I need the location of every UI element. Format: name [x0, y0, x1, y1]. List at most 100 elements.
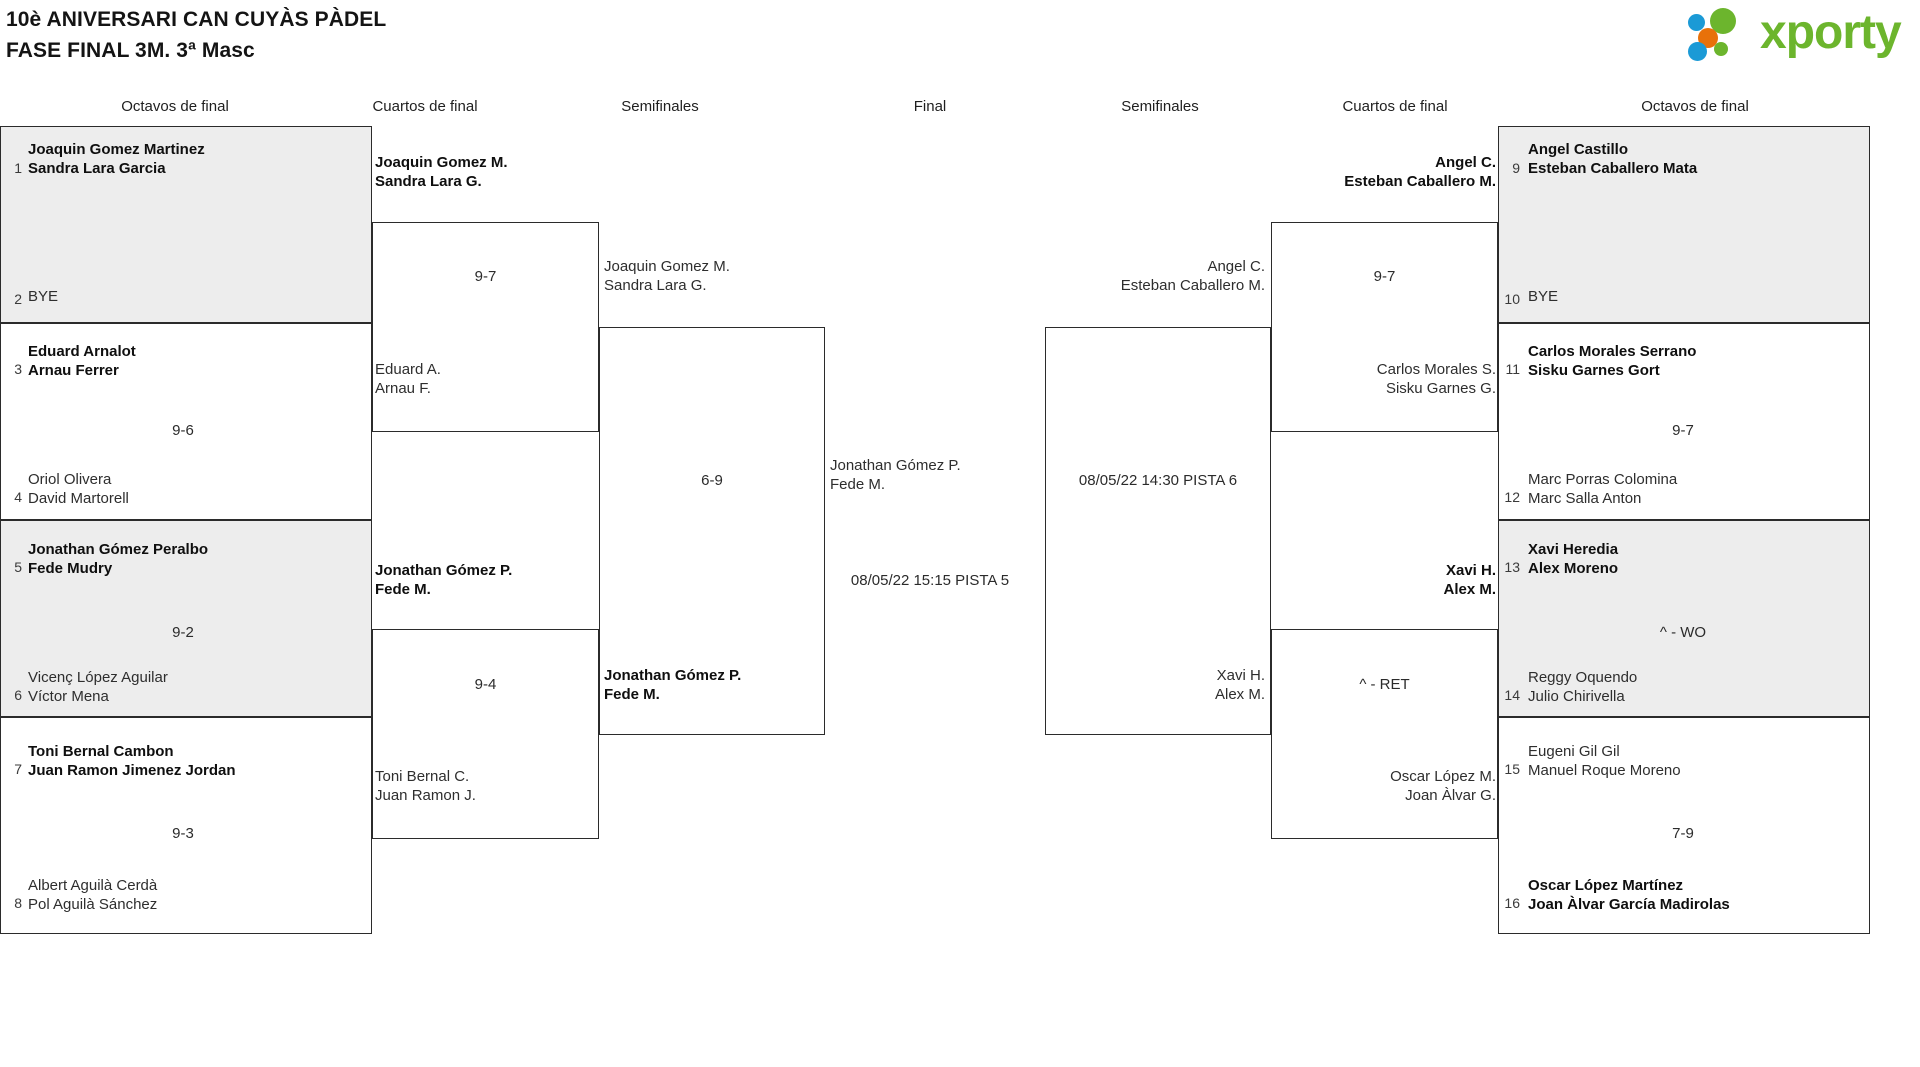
match-box-l16-3[interactable] — [0, 520, 372, 717]
match-box-lqf-2[interactable] — [372, 629, 599, 839]
team-name-finalist: Fede M. — [830, 476, 886, 493]
team-name: Reggy Oquendo — [1528, 669, 1638, 686]
match-box-rqf-1[interactable] — [1271, 222, 1498, 432]
seed-number: 1 — [14, 160, 22, 176]
seed-number: 5 — [14, 559, 22, 575]
team-name: Marc Salla Anton — [1528, 490, 1642, 507]
seed-number: 16 — [1504, 895, 1520, 911]
seed-number: 3 — [14, 361, 22, 377]
match-box-r16-1[interactable] — [1498, 126, 1870, 323]
team-name: Angel C. — [1435, 154, 1496, 171]
team-name: Jonathan Gómez P. — [375, 562, 513, 579]
team-name: Fede M. — [375, 581, 431, 598]
column-header-cuartos-right: Cuartos de final — [1342, 98, 1448, 115]
seed-number: 15 — [1504, 761, 1520, 777]
match-schedule: 08/05/22 15:15 PISTA 5 — [850, 572, 1010, 589]
team-name: Oscar López Martínez — [1528, 877, 1684, 894]
match-box-rqf-2[interactable] — [1271, 629, 1498, 839]
column-header-semis-left: Semifinales — [621, 98, 699, 115]
team-name: Sandra Lara Garcia — [28, 160, 166, 177]
match-score: ^ - RET — [1359, 676, 1410, 693]
team-name: Juan Ramon Jimenez Jordan — [28, 762, 236, 779]
team-name: Arnau F. — [375, 380, 431, 397]
team-name: Arnau Ferrer — [28, 362, 119, 379]
match-schedule: 08/05/22 14:30 PISTA 6 — [1078, 472, 1238, 489]
seed-number: 2 — [14, 291, 22, 307]
seed-number: 9 — [1512, 160, 1520, 176]
seed-number: 12 — [1504, 489, 1520, 505]
team-name: Xavi H. — [1445, 562, 1496, 579]
team-name: Joaquin Gomez M. — [375, 154, 508, 171]
team-name: Esteban Caballero M. — [1120, 277, 1265, 294]
match-score: 9-7 — [1373, 268, 1396, 285]
team-name: Víctor Mena — [28, 688, 109, 705]
seed-number: 13 — [1504, 559, 1520, 575]
team-name: Alex Moreno — [1528, 560, 1619, 577]
team-name: Sisku Garnes G. — [1385, 380, 1496, 397]
logo-wordmark: xporty — [1760, 6, 1902, 59]
tournament-phase: FASE FINAL 3M. 3ª Masc — [6, 39, 255, 62]
match-box-r16-4[interactable] — [1498, 717, 1870, 934]
match-box-lqf-1[interactable] — [372, 222, 599, 432]
team-name: Eugeni Gil Gil — [1528, 743, 1620, 760]
match-box-lsf-1[interactable] — [599, 327, 825, 735]
team-name: Alex M. — [1443, 581, 1496, 598]
match-box-l16-2[interactable] — [0, 323, 372, 520]
match-score: 9-7 — [1672, 422, 1694, 439]
team-name: Joaquin Gomez Martinez — [28, 141, 205, 158]
match-score: 9-4 — [474, 676, 497, 693]
team-name: Fede M. — [604, 686, 660, 703]
match-score: 9-3 — [172, 825, 194, 842]
bye-label: BYE — [28, 288, 59, 305]
team-name: Xavi Heredia — [1528, 541, 1619, 558]
team-name: Juan Ramon J. — [375, 787, 476, 804]
column-header-semis-right: Semifinales — [1121, 98, 1199, 115]
column-header-octavos-right: Octavos de final — [1641, 98, 1749, 115]
match-box-r16-2[interactable] — [1498, 323, 1870, 520]
team-name: Jonathan Gómez Peralbo — [28, 541, 209, 558]
team-name: Manuel Roque Moreno — [1528, 762, 1681, 779]
team-name: Sandra Lara G. — [604, 277, 707, 294]
team-name: Joan Àlvar G. — [1405, 787, 1496, 804]
page-title: 10è ANIVERSARI CAN CUYÀS PÀDEL FASE FINA… — [6, 4, 386, 66]
match-box-r16-3[interactable] — [1498, 520, 1870, 717]
match-score: 9-6 — [172, 422, 194, 439]
match-score: 9-7 — [474, 268, 497, 285]
match-score: 7-9 — [1672, 825, 1694, 842]
column-header-octavos-left: Octavos de final — [121, 98, 229, 115]
column-header-cuartos-left: Cuartos de final — [372, 98, 478, 115]
team-name: Esteban Caballero Mata — [1528, 160, 1698, 177]
match-score: 6-9 — [701, 472, 723, 489]
team-name: Alex M. — [1214, 686, 1265, 703]
seed-number: 10 — [1504, 291, 1520, 307]
match-score: 9-2 — [172, 624, 194, 641]
team-name: Esteban Caballero M. — [1344, 173, 1496, 190]
seed-number: 4 — [14, 489, 22, 505]
team-name: Carlos Morales S. — [1376, 361, 1496, 378]
team-name: Albert Aguilà Cerdà — [28, 877, 158, 894]
seed-number: 8 — [14, 895, 22, 911]
team-name: Carlos Morales Serrano — [1528, 343, 1697, 360]
seed-number: 14 — [1504, 687, 1520, 703]
team-name: Angel C. — [1207, 258, 1265, 275]
column-header-final: Final — [913, 98, 947, 115]
team-name: Toni Bernal C. — [375, 768, 470, 785]
match-box-l16-1[interactable] — [0, 126, 372, 323]
xporty-logo: xporty — [1688, 6, 1908, 62]
team-name: Joaquin Gomez M. — [604, 258, 730, 275]
match-box-l16-4[interactable] — [0, 717, 372, 934]
team-name: Joan Àlvar García Madirolas — [1528, 896, 1730, 913]
tournament-name: 10è ANIVERSARI CAN CUYÀS PÀDEL — [6, 8, 387, 31]
team-name: Oriol Olivera — [28, 471, 112, 488]
team-name: Sisku Garnes Gort — [1528, 362, 1660, 379]
team-name: Sandra Lara G. — [375, 173, 482, 190]
seed-number: 7 — [14, 761, 22, 777]
team-name: Eduard Arnalot — [28, 343, 136, 360]
team-name: Fede Mudry — [28, 560, 113, 577]
team-name: Eduard A. — [375, 361, 441, 378]
match-box-rsf-1[interactable] — [1045, 327, 1271, 735]
seed-number: 11 — [1505, 361, 1520, 377]
team-name: Marc Porras Colomina — [1528, 471, 1678, 488]
team-name: Julio Chirivella — [1528, 688, 1625, 705]
